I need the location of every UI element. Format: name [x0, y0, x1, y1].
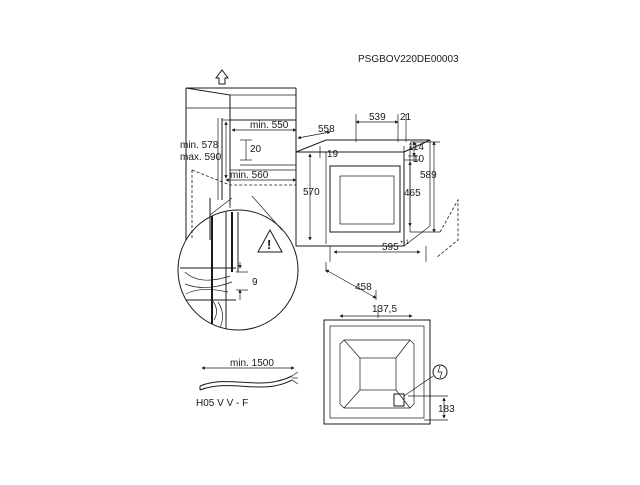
dim-183: 183	[438, 404, 455, 415]
dim-min578: min. 578	[180, 140, 219, 151]
dim-458: 458	[355, 282, 372, 293]
plug-icon	[432, 364, 448, 380]
cable-length: min. 1500	[230, 358, 274, 369]
dim-21: 21	[400, 112, 412, 123]
dim-539: 539	[369, 112, 386, 123]
up-arrow-icon	[215, 69, 229, 85]
product-code: PSGBOV220DE00003	[358, 54, 459, 65]
dim-589: 589	[420, 170, 437, 181]
dim-max590: max. 590	[180, 152, 222, 163]
dim-min550: min. 550	[250, 120, 289, 131]
dim-20: 20	[250, 144, 262, 155]
dim-595-tolerance: +-1	[400, 240, 410, 246]
dim-10: 10	[413, 154, 425, 165]
svg-text:!: !	[267, 237, 271, 252]
dim-114: 114	[408, 142, 424, 153]
dim-137-5: 137,5	[372, 304, 397, 315]
dim-465: 465	[404, 188, 421, 199]
cabinet-niche: min. 578 max. 590 min. 550 20 min. 560	[180, 69, 297, 240]
dim-595: 595	[382, 242, 399, 253]
cable-type: H05 V V - F	[196, 398, 248, 409]
detail-circle: 9 !	[177, 209, 299, 331]
power-cable: min. 1500 H05 V V - F	[196, 358, 299, 409]
dim-9: 9	[252, 277, 258, 288]
dim-570: 570	[303, 187, 320, 198]
dim-min560: min. 560	[230, 170, 269, 181]
dim-558: 558	[318, 124, 335, 135]
oven-drawing: 558 539 21 19 570 114 10 465 589	[295, 112, 459, 300]
oven-back-view: 137,5 183	[323, 304, 455, 425]
warning-icon: !	[257, 228, 283, 253]
dim-19: 19	[327, 149, 339, 160]
